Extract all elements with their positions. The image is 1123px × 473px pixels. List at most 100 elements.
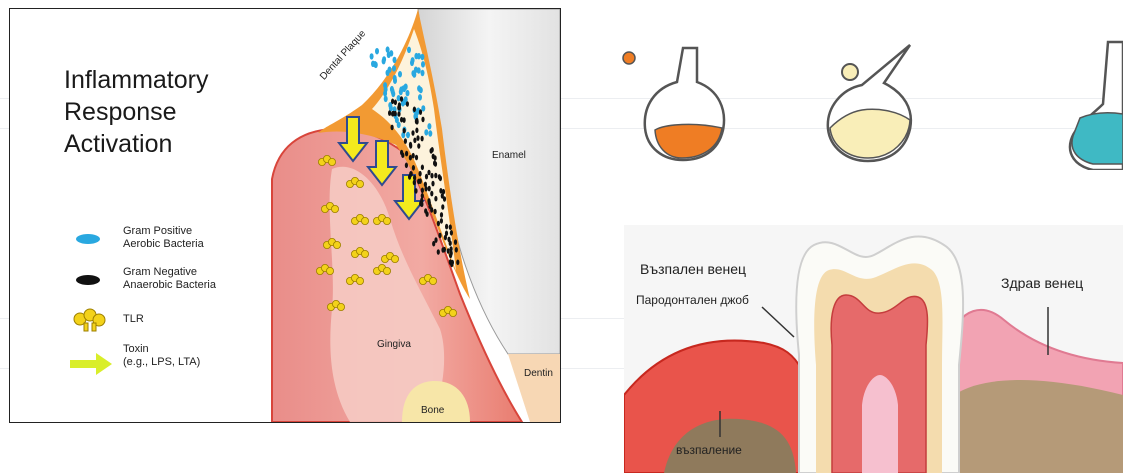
- gram-negative-bacterium: [434, 173, 437, 179]
- gram-negative-bacterium: [449, 224, 452, 230]
- tlr-receptor: [439, 306, 456, 316]
- gram-negative-bacterium: [454, 239, 457, 245]
- black-oval-icon: [76, 275, 100, 285]
- gram-negative-bacterium: [455, 247, 458, 253]
- gram-negative-bacterium: [400, 117, 403, 123]
- legend-toxin: Toxin (e.g., LPS, LTA): [123, 343, 200, 369]
- yellow-bubble-icon: [842, 64, 858, 80]
- gram-negative-bacterium: [405, 151, 408, 157]
- gram-negative-bacterium: [444, 235, 447, 241]
- gram-positive-bacterium: [420, 54, 424, 60]
- gram-negative-bacterium: [397, 111, 400, 117]
- gram-negative-bacterium: [449, 253, 452, 259]
- gram-negative-bacterium: [408, 174, 411, 180]
- gram-positive-bacterium: [398, 71, 402, 77]
- gram-positive-bacterium: [383, 90, 387, 96]
- gram-positive-bacterium: [421, 105, 425, 111]
- gram-negative-bacterium: [406, 101, 409, 107]
- gram-positive-bacterium: [406, 90, 410, 96]
- flask-decorations: [600, 40, 1123, 170]
- gram-positive-bacterium: [392, 65, 396, 71]
- gram-negative-bacterium: [440, 212, 443, 218]
- gram-positive-bacterium: [414, 67, 418, 73]
- gram-negative-bacterium: [394, 100, 397, 106]
- gram-negative-bacterium: [416, 135, 419, 141]
- gram-positive-bacterium: [371, 61, 375, 67]
- gram-negative-bacterium: [412, 165, 415, 171]
- gram-negative-bacterium: [403, 128, 406, 134]
- gram-negative-bacterium: [411, 130, 414, 136]
- gram-negative-bacterium: [409, 155, 412, 161]
- gram-positive-bacterium: [428, 130, 432, 136]
- blue-oval-icon: [76, 234, 100, 244]
- gram-negative-bacterium: [441, 204, 444, 210]
- title-line-1: Inflammatory: [64, 65, 208, 95]
- gram-negative-bacterium: [415, 128, 418, 134]
- tlr-receptor: [351, 247, 368, 257]
- tlr-receptor: [381, 252, 398, 262]
- gram-positive-bacterium: [391, 88, 395, 94]
- gram-positive-bacterium: [393, 57, 397, 63]
- gram-positive-bacterium: [388, 67, 392, 73]
- gram-negative-bacterium: [413, 180, 416, 186]
- gram-positive-bacterium: [393, 75, 397, 81]
- gram-negative-bacterium: [437, 221, 440, 227]
- gram-negative-bacterium: [400, 96, 403, 102]
- tlr-receptor-icon: [74, 309, 105, 331]
- gram-negative-bacterium: [409, 143, 412, 149]
- gram-negative-bacterium: [413, 107, 416, 113]
- tlr-receptor: [346, 274, 363, 284]
- gram-negative-bacterium: [451, 260, 454, 266]
- gram-positive-bacterium: [384, 96, 388, 102]
- gram-negative-bacterium: [391, 99, 394, 105]
- inflammatory-response-diagram: Inflammatory Response Activation Gram Po…: [9, 8, 561, 423]
- tlr-receptor: [318, 155, 335, 165]
- gram-negative-bacterium: [431, 181, 434, 187]
- orange-flask-icon: [645, 48, 724, 160]
- gram-negative-bacterium: [441, 193, 444, 199]
- gram-negative-bacterium: [405, 163, 408, 169]
- gram-negative-bacterium: [391, 111, 394, 117]
- orange-bubble-icon: [623, 52, 635, 64]
- gram-negative-bacterium: [414, 188, 417, 194]
- teal-flask-icon: [1070, 42, 1123, 170]
- gram-negative-bacterium: [419, 171, 422, 177]
- gram-negative-bacterium: [412, 153, 415, 159]
- gram-negative-bacterium: [419, 178, 422, 184]
- gram-negative-bacterium: [456, 260, 459, 266]
- tlr-receptor: [321, 202, 338, 212]
- gram-negative-bacterium: [426, 211, 429, 217]
- gram-negative-bacterium: [450, 246, 453, 252]
- gram-negative-bacterium: [420, 198, 423, 204]
- tlr-receptor: [373, 264, 390, 274]
- gram-negative-bacterium: [433, 160, 436, 166]
- tlr-receptor: [373, 214, 390, 224]
- gram-negative-bacterium: [449, 240, 452, 246]
- gram-positive-bacterium: [382, 58, 386, 64]
- gram-positive-bacterium: [395, 117, 399, 123]
- gram-negative-bacterium: [391, 125, 394, 131]
- gram-negative-bacterium: [437, 249, 440, 255]
- gram-negative-bacterium: [421, 165, 424, 171]
- legend-gram-negative: Gram Negative Anaerobic Bacteria: [123, 266, 216, 292]
- gram-negative-bacterium: [434, 196, 437, 202]
- gram-positive-bacterium: [417, 53, 421, 59]
- gram-negative-bacterium: [424, 182, 427, 188]
- gram-negative-bacterium: [439, 176, 442, 182]
- gram-negative-bacterium: [421, 188, 424, 194]
- gram-negative-bacterium: [430, 191, 433, 197]
- gram-negative-bacterium: [428, 203, 431, 209]
- label-gingiva: Gingiva: [377, 339, 411, 350]
- gram-negative-bacterium: [413, 138, 416, 144]
- gram-negative-bacterium: [417, 143, 420, 149]
- gram-negative-bacterium: [397, 105, 400, 111]
- tlr-receptor: [346, 177, 363, 187]
- gram-positive-bacterium: [407, 47, 411, 53]
- gram-positive-bacterium: [375, 48, 379, 54]
- gram-negative-bacterium: [428, 186, 431, 192]
- gram-positive-bacterium: [399, 89, 403, 95]
- gram-negative-bacterium: [388, 110, 391, 116]
- gram-positive-bacterium: [419, 87, 423, 93]
- gram-negative-bacterium: [432, 241, 435, 247]
- title-line-2: Response: [64, 97, 177, 127]
